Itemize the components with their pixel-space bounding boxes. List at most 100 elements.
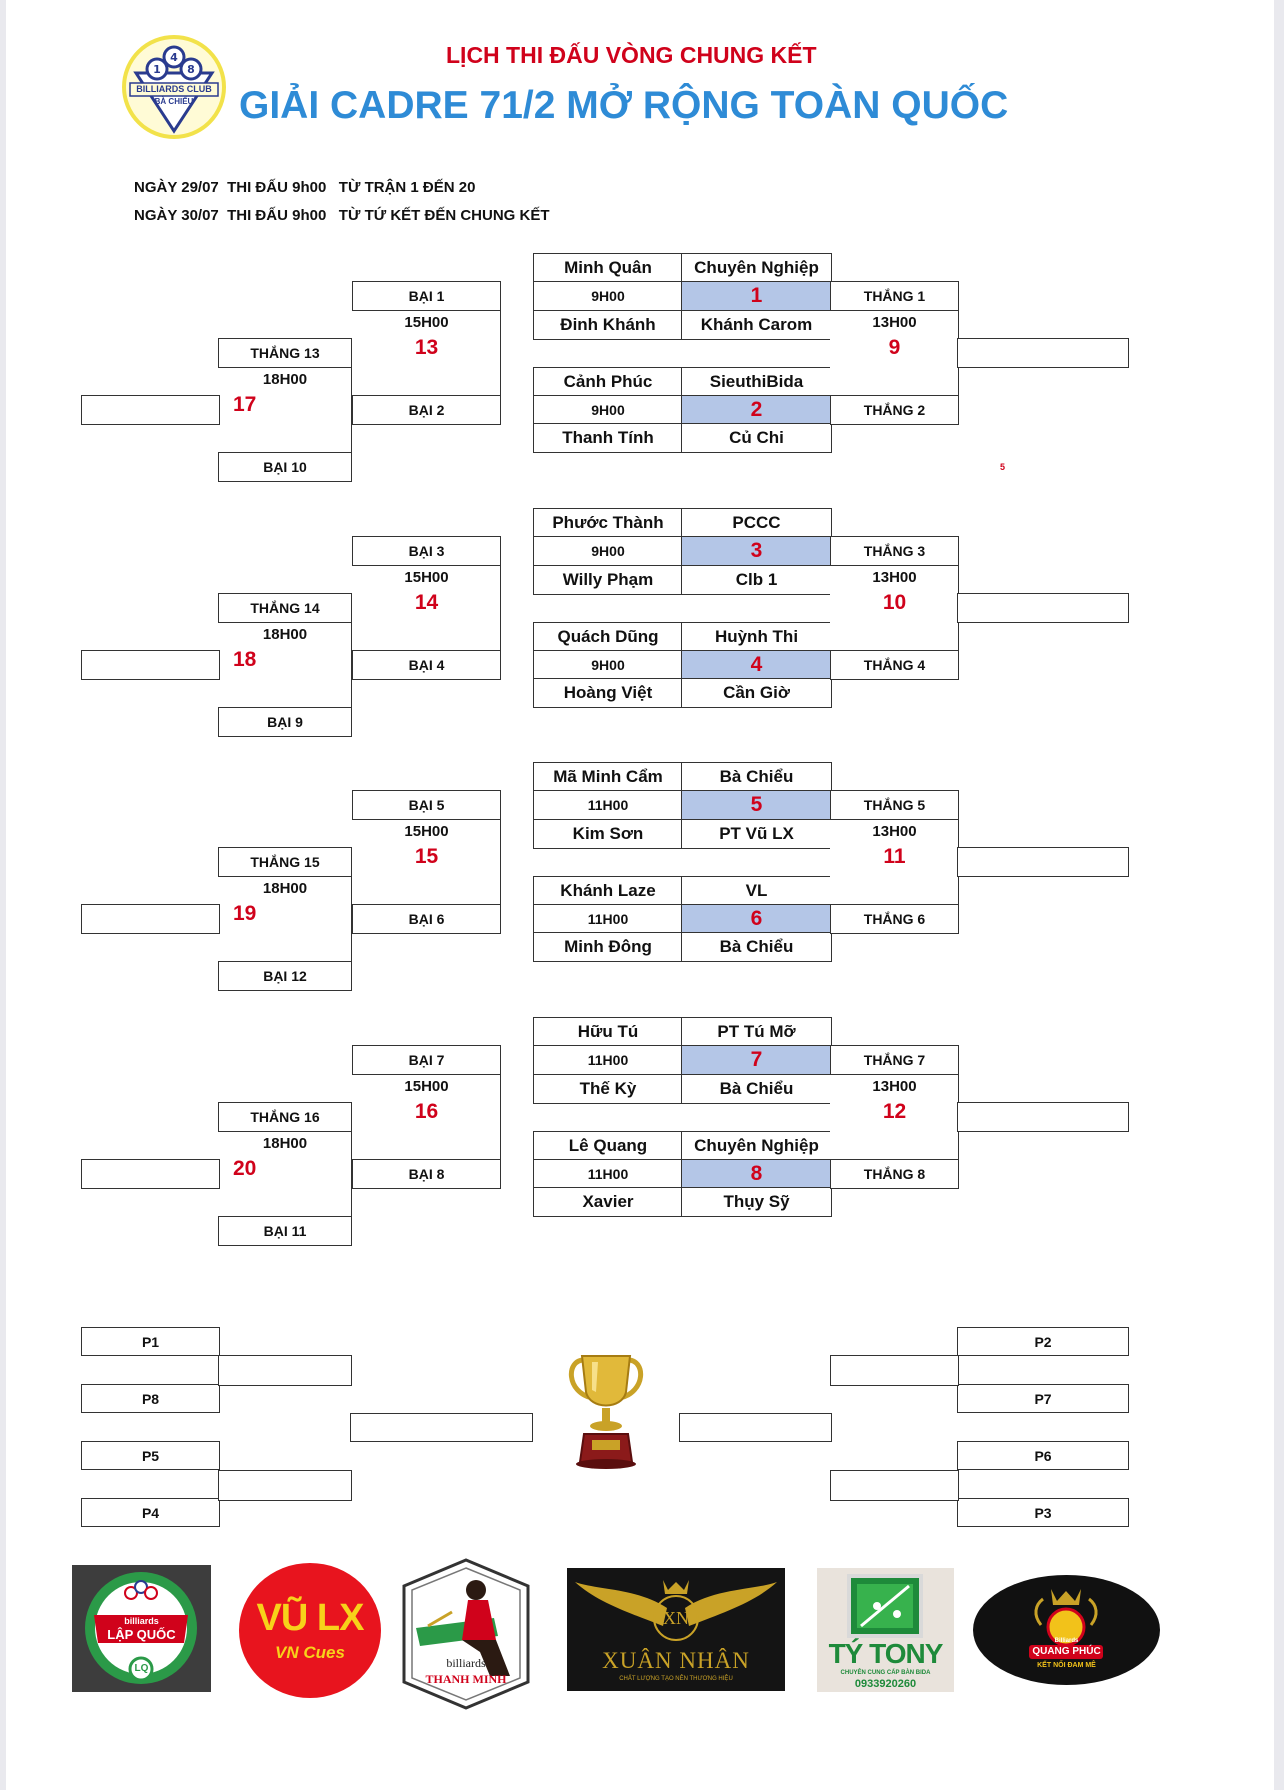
wl-slot-label: BẠI 10: [218, 451, 352, 482]
page-title: GIẢI CADRE 71/2 MỞ RỘNG TOÀN QUỐC: [239, 84, 1009, 127]
wl-match-number: 17: [233, 393, 257, 416]
final-seed-left: P8: [81, 1384, 220, 1413]
loser-slot: BẠI 7: [352, 1045, 501, 1076]
club-name: PT Vũ LX: [681, 818, 832, 849]
sponsor-text: VŨ LX: [256, 1597, 365, 1639]
winner-slot: THẮNG 7: [830, 1045, 959, 1076]
wl-match-frame: [218, 621, 352, 708]
wl-slot-label: THẮNG 16: [218, 1102, 352, 1133]
sponsor-text: Billiards: [1054, 1638, 1079, 1644]
qf-slot-left: [218, 1470, 352, 1501]
match-number: 6: [681, 904, 832, 934]
club-name: PCCC: [681, 508, 832, 538]
svg-text:8: 8: [187, 63, 195, 76]
match-number: 3: [681, 536, 832, 567]
player-name: Hữu Tú: [533, 1017, 683, 1047]
sf-slot-right: [679, 1413, 832, 1442]
wl-match-time: 18H00: [262, 370, 308, 388]
club-name: Cần Giờ: [681, 678, 832, 709]
match-number: 8: [681, 1159, 832, 1189]
sponsor-text: billiards: [124, 1616, 159, 1626]
wl-match-time: 18H00: [262, 1134, 308, 1152]
loser-slot: BẠI 4: [352, 650, 501, 680]
winner-slot: THẮNG 5: [830, 790, 959, 821]
page-subtitle: LỊCH THI ĐẤU VÒNG CHUNG KẾT: [446, 42, 817, 68]
wl-match-frame: [218, 875, 352, 962]
player-name: Mã Minh Cẩm: [533, 762, 683, 792]
sponsor-text: QUANG PHÚC: [1032, 1646, 1101, 1657]
wl-match-number: 19: [233, 902, 257, 925]
club-name: Chuyên Nghiệp: [681, 253, 832, 283]
club-name: SieuthiBida: [681, 366, 832, 397]
final-seed-left: P5: [81, 1441, 220, 1470]
winner-slot: THẮNG 3: [830, 536, 959, 567]
match-time: 9H00: [533, 650, 683, 680]
wl-advance-slot: [81, 395, 220, 425]
club-name: PT Tú Mỡ: [681, 1017, 832, 1047]
loser-match-frame: [352, 818, 501, 905]
svg-text:4: 4: [170, 51, 178, 64]
sponsor-xuan-nhan-logo: XN XUÂN NHÂN CHẤT LƯỢNG TẠO NÊN THƯƠNG H…: [567, 1568, 785, 1691]
winner-slot: THẮNG 8: [830, 1159, 959, 1189]
wl-match-time: 18H00: [262, 879, 308, 897]
winner-advance-slot: [957, 593, 1129, 624]
loser-match-time: 15H00: [404, 568, 449, 586]
loser-slot: BẠI 8: [352, 1159, 501, 1189]
player-name: Cảnh Phúc: [533, 366, 683, 397]
loser-match-number: 13: [414, 336, 439, 360]
logo-text: BÀ CHIỂU: [154, 97, 194, 106]
club-logo: 1 4 8 BILLIARDS CLUB BÀ CHIỂU: [122, 35, 226, 139]
player-name: Quách Dũng: [533, 621, 683, 652]
club-name: Chuyên Nghiệp: [681, 1130, 832, 1161]
winner-match-time: 13H00: [872, 313, 917, 331]
final-seed-left: P4: [81, 1498, 220, 1527]
final-seed-right: P3: [957, 1498, 1129, 1527]
match-number: 4: [681, 650, 832, 680]
player-name: Kim Sơn: [533, 818, 683, 849]
sponsor-lap-quoc-logo: billiards LẬP QUỐC LQ: [72, 1565, 211, 1692]
winner-slot: THẮNG 4: [830, 650, 959, 680]
match-time: 11H00: [533, 790, 683, 821]
logo-text: BILLIARDS CLUB: [136, 84, 212, 94]
wl-match-number: 18: [233, 648, 257, 671]
loser-slot: BẠI 5: [352, 790, 501, 821]
club-name: Củ Chi: [681, 423, 832, 454]
player-name: Đinh Khánh: [533, 309, 683, 340]
trophy-icon: [562, 1352, 650, 1470]
loser-match-time: 15H00: [404, 1077, 449, 1095]
player-name: Thanh Tính: [533, 423, 683, 454]
loser-slot: BẠI 3: [352, 536, 501, 567]
loser-slot: BẠI 6: [352, 904, 501, 934]
svg-text:1: 1: [153, 63, 161, 76]
club-name: Thụy Sỹ: [681, 1187, 832, 1218]
loser-match-time: 15H00: [404, 313, 449, 331]
sponsor-text: TÝ TONY: [828, 1638, 944, 1669]
wl-slot-label: THẮNG 13: [218, 338, 352, 369]
winner-slot: THẮNG 6: [830, 904, 959, 934]
winner-match-number: 12: [882, 1100, 907, 1124]
final-seed-right: P2: [957, 1327, 1129, 1356]
sponsor-text: XUÂN NHÂN: [602, 1648, 750, 1673]
player-name: Khánh Laze: [533, 875, 683, 906]
player-name: Minh Quân: [533, 253, 683, 283]
match-time: 9H00: [533, 395, 683, 425]
wl-slot-label: THẮNG 15: [218, 847, 352, 878]
match-number: 7: [681, 1045, 832, 1076]
club-name: Clb 1: [681, 564, 832, 595]
match-number: 5: [681, 790, 832, 821]
qf-slot-right: [830, 1470, 959, 1501]
wl-slot-label: BẠI 9: [218, 706, 352, 737]
sponsor-text: LẬP QUỐC: [107, 1627, 176, 1642]
sponsor-quang-phuc-logo: Billiards QUANG PHÚC KẾT NỐI ĐAM MÊ: [973, 1575, 1160, 1685]
winner-match-number: 10: [882, 591, 907, 615]
sponsor-text: billiards: [446, 1656, 486, 1670]
schedule-line-1: NGÀY 29/07 THI ĐẤU 9h00 TỪ TRẬN 1 ĐẾN 20: [134, 179, 476, 196]
winner-match-time: 13H00: [872, 822, 917, 840]
match-number: 2: [681, 395, 832, 425]
match-time: 11H00: [533, 1045, 683, 1076]
wl-slot-label: BẠI 11: [218, 1215, 352, 1246]
final-seed-left: P1: [81, 1327, 220, 1356]
player-name: Minh Đông: [533, 932, 683, 963]
loser-match-number: 15: [414, 845, 439, 869]
match-time: 9H00: [533, 536, 683, 567]
